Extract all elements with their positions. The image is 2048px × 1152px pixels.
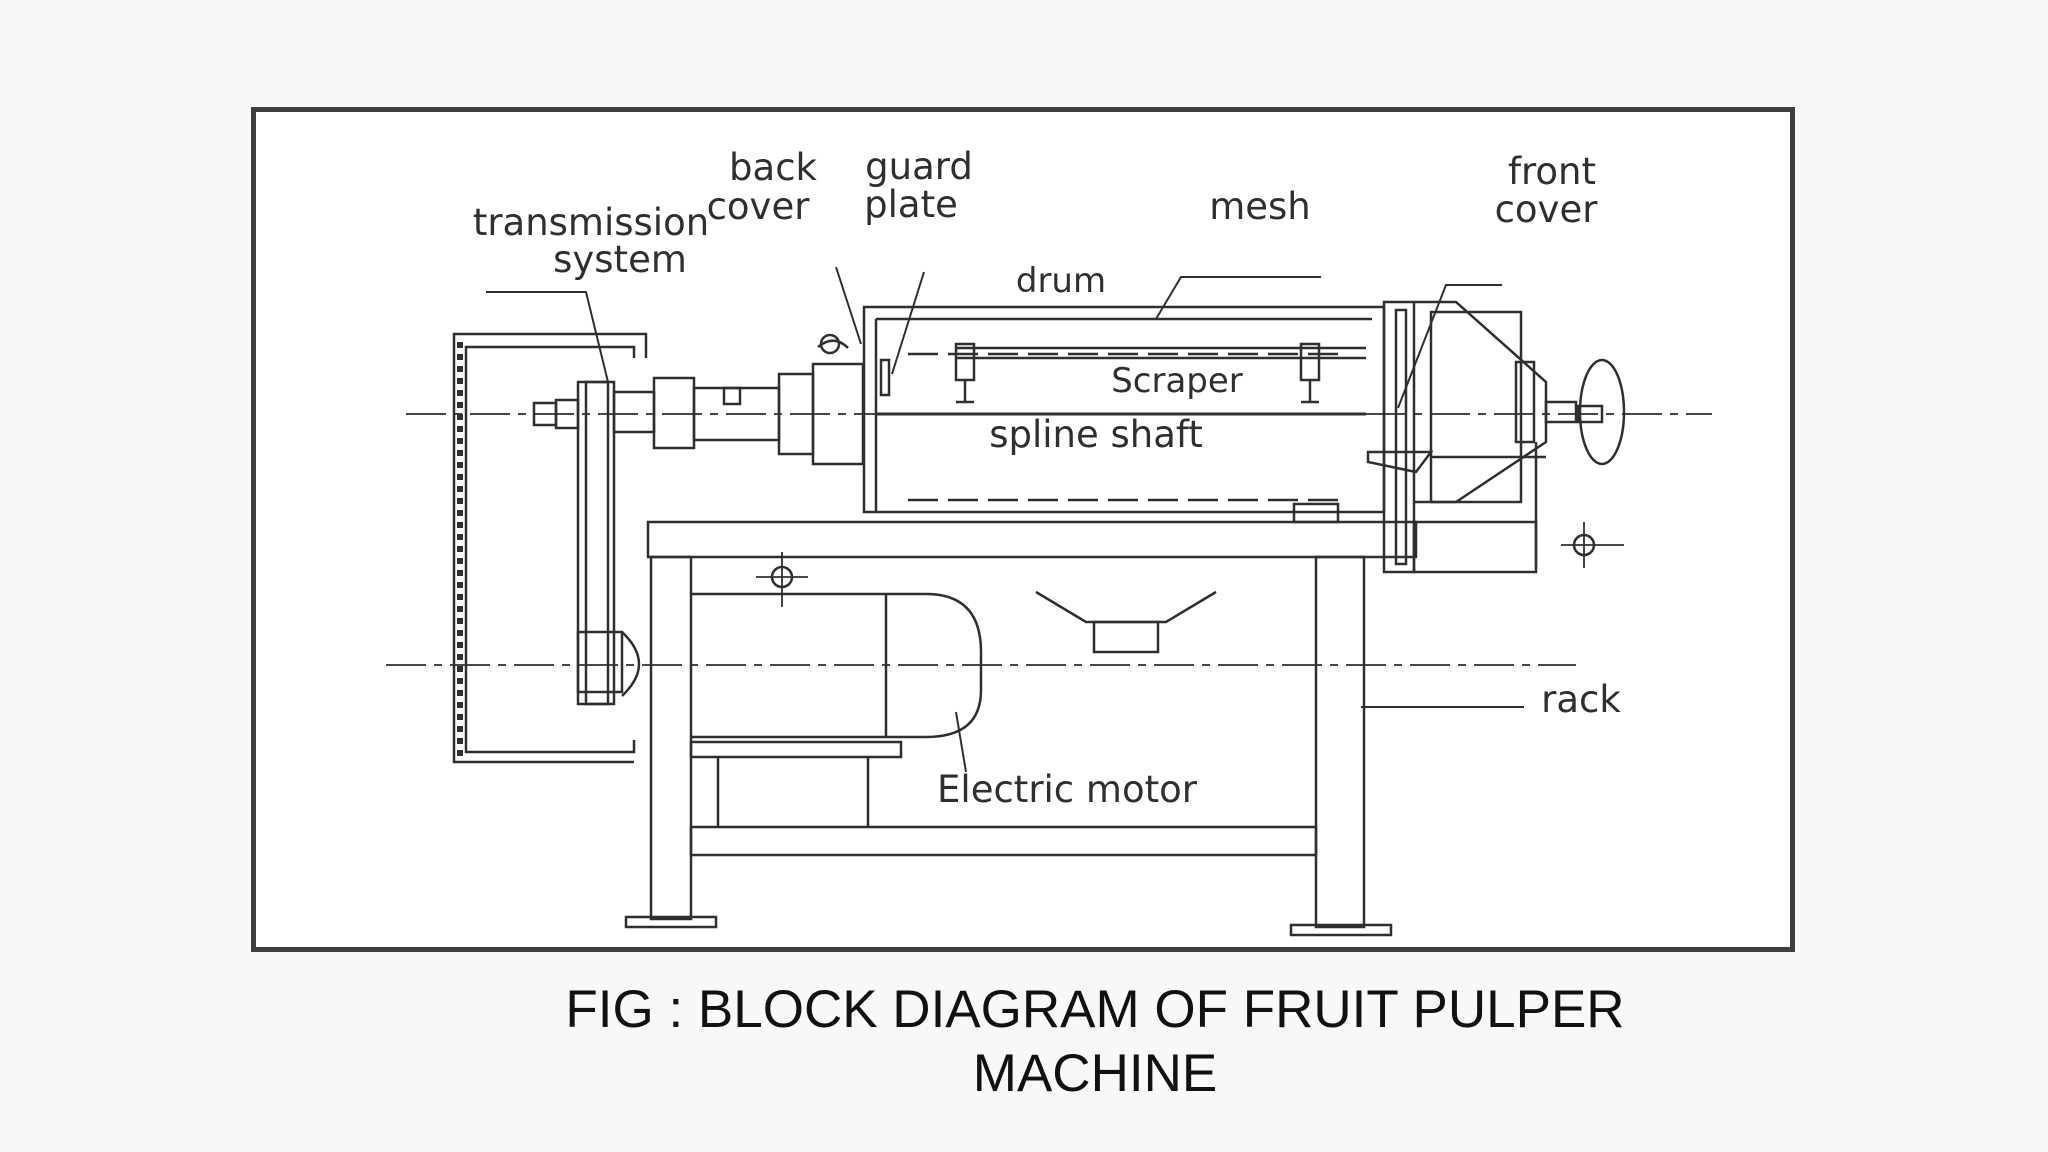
- label-guard: guard: [865, 145, 973, 188]
- label-back: back: [729, 146, 818, 189]
- bearing-assembly: [652, 333, 865, 466]
- caption-line-1: FIG : BLOCK DIAGRAM OF FRUIT PULPER: [565, 980, 1625, 1039]
- label-plate: plate: [864, 183, 958, 226]
- fruit-pulper-diagram: transmission system back cover guard pla…: [386, 145, 1712, 937]
- label-system: system: [553, 238, 687, 281]
- label-front: front: [1508, 150, 1596, 193]
- figure-caption: FIG : BLOCK DIAGRAM OF FRUIT PULPER MACH…: [251, 978, 1939, 1106]
- label-cover-back: cover: [707, 185, 811, 228]
- label-rack: rack: [1541, 678, 1621, 721]
- label-spline-shaft: spline shaft: [989, 413, 1203, 456]
- electric-motor: [691, 552, 983, 739]
- label-electric-motor: Electric motor: [937, 768, 1198, 811]
- leader-lines: [486, 266, 1524, 773]
- label-mesh: mesh: [1209, 185, 1311, 228]
- label-transmission: transmission: [473, 201, 709, 244]
- caption-line-2: MACHINE: [972, 1044, 1218, 1103]
- diagram-frame: transmission system back cover guard pla…: [251, 107, 1795, 952]
- transmission-guard: [452, 332, 648, 764]
- drum: [862, 305, 1386, 514]
- scraper-blades: [954, 342, 1366, 404]
- label-drum: drum: [1016, 261, 1106, 301]
- front-cover: [1366, 300, 1626, 574]
- transmission-belt: [532, 380, 656, 706]
- label-scraper: Scraper: [1111, 361, 1243, 401]
- rack: [624, 502, 1418, 937]
- label-cover-front: cover: [1495, 188, 1599, 231]
